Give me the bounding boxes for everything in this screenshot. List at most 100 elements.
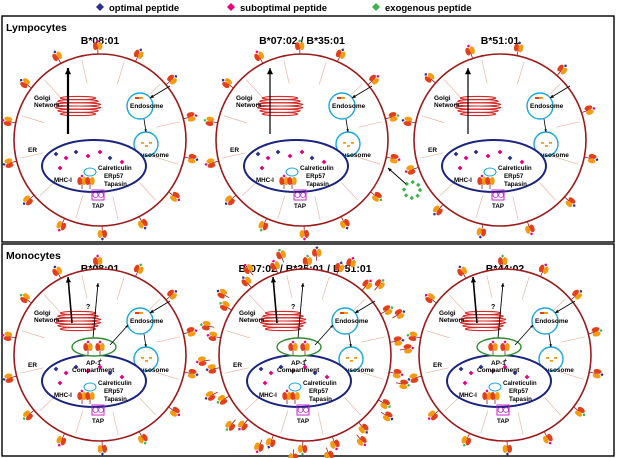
mhc-beta2m <box>137 220 144 229</box>
tapasin-label: Tapasin <box>104 181 127 188</box>
mhc-beta2m <box>4 158 13 164</box>
surface-mhc <box>542 431 553 445</box>
mhc-beta2m <box>89 177 95 185</box>
lysosome-fragment <box>554 357 557 359</box>
er-peptide <box>485 153 491 159</box>
bound-peptide <box>503 340 507 344</box>
mhc-beta2m <box>461 435 467 444</box>
bound-peptide <box>592 107 596 111</box>
bound-peptide <box>255 450 259 454</box>
ap1-to-endosome-arrow-head <box>125 325 128 328</box>
tapasin-label: Tapasin <box>104 396 127 403</box>
mhc-alpha-chain <box>254 53 260 62</box>
endosome-cargo <box>135 97 139 99</box>
er-peptide <box>97 364 103 370</box>
mhc-beta2m <box>170 78 177 85</box>
bound-peptide <box>19 293 23 297</box>
tap-subunit <box>98 407 104 413</box>
mhc-alpha-chain <box>290 392 296 400</box>
bound-peptide <box>297 39 302 43</box>
bound-peptide <box>500 254 505 258</box>
bound-peptide <box>491 340 495 344</box>
mhc-label: MHC-I <box>454 177 472 184</box>
surface-mhc <box>276 248 286 263</box>
mhc-alpha-chain <box>5 377 14 383</box>
erp57-label: ERp57 <box>509 388 529 395</box>
tap-transporter <box>293 189 307 201</box>
bound-peptide <box>195 360 199 364</box>
calreticulin-shape <box>83 382 97 392</box>
surface-mhc <box>1 331 16 342</box>
membrane-spoke <box>44 79 61 98</box>
mhc-beta2m <box>97 256 103 265</box>
membrane-spoke <box>344 397 361 416</box>
mhc-stalk <box>584 156 592 159</box>
membrane-spoke <box>561 336 586 343</box>
mhc-stalk <box>263 218 267 225</box>
bound-peptide <box>194 329 198 333</box>
surface-mhc <box>205 364 221 374</box>
surface-mhc <box>392 309 406 319</box>
legend-suboptimal-label: suboptimal peptide <box>240 3 327 14</box>
er-peptide <box>490 368 496 374</box>
bound-peptide <box>462 443 466 447</box>
mhc-stalk <box>540 270 544 277</box>
tap-subunit <box>497 407 504 413</box>
membrane-spoke <box>361 336 386 343</box>
mhc-stalk <box>361 285 367 291</box>
mhc-alpha-chain <box>93 257 98 266</box>
surface-mhc <box>137 431 148 445</box>
er-peptide <box>478 364 484 370</box>
mhc-alpha-chain <box>188 153 197 159</box>
er-mhc <box>477 174 487 189</box>
er-peptide <box>457 165 463 171</box>
ap1-to-endosome-arrow <box>109 324 129 346</box>
exogenous-uptake-arrow-head <box>388 168 392 172</box>
mhc-beta2m <box>225 420 232 428</box>
bound-peptide <box>194 114 198 118</box>
membrane-spoke <box>156 336 181 343</box>
mhc-stalk <box>211 160 219 164</box>
mhc-beta2m <box>502 445 508 454</box>
surface-mhc <box>243 263 254 276</box>
lysosome-fragment <box>343 142 346 144</box>
lysosome-fragment <box>145 145 148 147</box>
mhc-alpha-chain <box>5 162 14 168</box>
surface-mhc <box>370 191 383 202</box>
question-mark: ? <box>291 304 295 311</box>
surface-mhc <box>401 116 416 127</box>
surface-mhc <box>56 433 67 447</box>
mhc-beta2m <box>486 392 492 400</box>
bound-peptide <box>57 228 61 232</box>
surface-mhc <box>407 373 422 383</box>
surface-mhc <box>498 254 508 270</box>
mhc-stalk <box>28 194 35 201</box>
mhc-stalk <box>168 406 175 412</box>
mhc-alpha-chain <box>142 433 148 442</box>
calreticulin-shape <box>483 167 497 177</box>
bound-peptide <box>334 447 338 451</box>
mhc-beta2m <box>237 420 245 428</box>
export-arrow-head <box>64 68 72 75</box>
mhc-alpha-chain <box>77 177 83 185</box>
er-mhc <box>287 177 297 189</box>
membrane-spoke <box>21 330 45 339</box>
mhc-stalk <box>481 224 484 232</box>
mhc-alpha-chain <box>219 304 228 311</box>
export-arrow-2-head <box>95 283 100 287</box>
er-label: ER <box>230 147 239 154</box>
exogenous-peptide <box>417 187 423 193</box>
surface-mhc <box>195 356 211 366</box>
mhc-stalk <box>581 110 589 114</box>
mhc-alpha-chain <box>490 392 496 400</box>
mhc-beta2m <box>307 257 313 266</box>
exogenous-peptide <box>415 193 420 198</box>
mhc-beta2m <box>291 177 297 185</box>
ap1-to-endosome-arrow <box>314 324 334 346</box>
bound-peptide <box>485 389 489 393</box>
surface-mhc <box>288 449 298 458</box>
surface-mhc <box>225 419 236 431</box>
lysosome-fragment <box>541 142 544 144</box>
